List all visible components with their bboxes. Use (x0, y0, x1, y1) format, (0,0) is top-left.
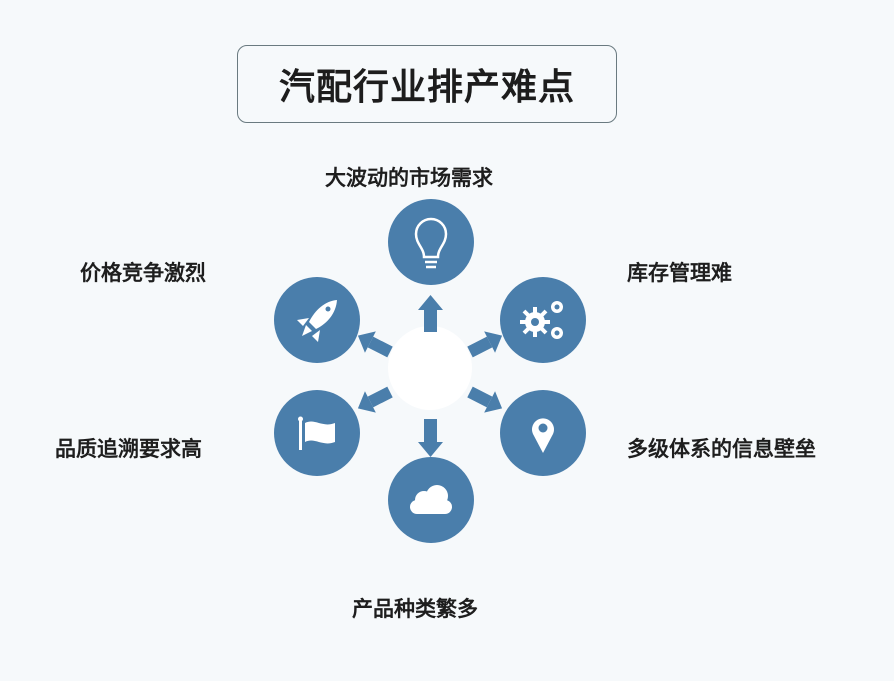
arrow-down-right (467, 386, 503, 413)
lightbulb-icon (414, 217, 448, 269)
label-inventory: 库存管理难 (627, 261, 732, 285)
center-circle (388, 326, 472, 410)
arrow-up-right (467, 331, 503, 358)
flag-icon (298, 416, 335, 450)
location-pin-icon (532, 418, 555, 453)
arrow-down-left (357, 386, 393, 413)
label-info-barrier: 多级体系的信息壁垒 (627, 437, 816, 461)
cloud-icon (410, 485, 452, 514)
arrow-down (418, 419, 443, 457)
rocket-icon (297, 300, 337, 342)
diagram-title: 汽配行业排产难点 (237, 45, 617, 123)
arrow-up-left (357, 331, 393, 358)
gears-icon (520, 301, 563, 339)
label-market-demand: 大波动的市场需求 (325, 166, 493, 190)
label-price-competition: 价格竞争激烈 (80, 261, 206, 285)
arrow-up (418, 295, 443, 332)
arrows (357, 295, 503, 457)
label-quality-trace: 品质追溯要求高 (55, 437, 202, 461)
label-product-variety: 产品种类繁多 (352, 597, 478, 621)
circle-market-demand (388, 199, 474, 285)
